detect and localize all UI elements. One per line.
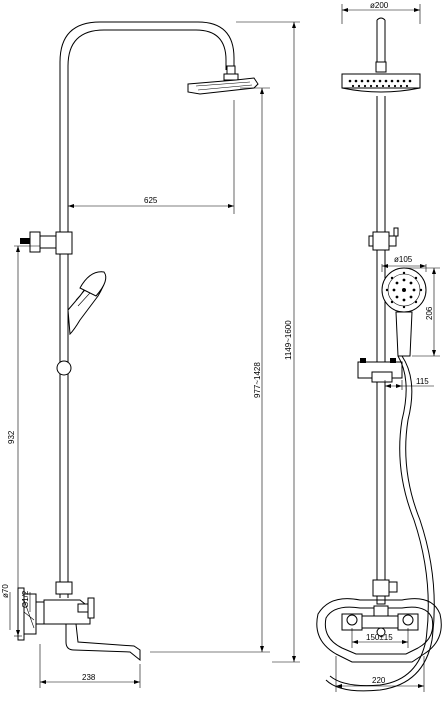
shower-arm-reach-label: 625	[144, 196, 158, 205]
front-view-dimensions: 625 932 ø70 G1/2 238 977~1428 1149~1	[1, 21, 300, 688]
handshower-height-label: 932	[7, 430, 16, 444]
head-height-label: 977~1428	[253, 362, 262, 398]
inlet-thread-label: G1/2	[21, 590, 30, 608]
hand-shower-diameter-label: ø105	[394, 255, 413, 264]
hand-shower-nozzles	[385, 271, 423, 309]
spout-reach-label: 238	[82, 673, 96, 682]
holder-depth-label: 115	[416, 377, 429, 386]
escutcheon-diameter-label: ø70	[1, 584, 10, 598]
hand-shower-length-label: 206	[425, 306, 434, 320]
mixer-width-label: 220	[372, 676, 386, 685]
rain-head-nozzles	[348, 79, 412, 88]
front-view	[17, 21, 259, 662]
inlet-spacing-label: 150±15	[366, 633, 393, 642]
side-view: ø200	[316, 1, 442, 692]
rain-head-diameter-label: ø200	[370, 1, 389, 10]
total-height-label: 1149~1600	[284, 320, 293, 360]
